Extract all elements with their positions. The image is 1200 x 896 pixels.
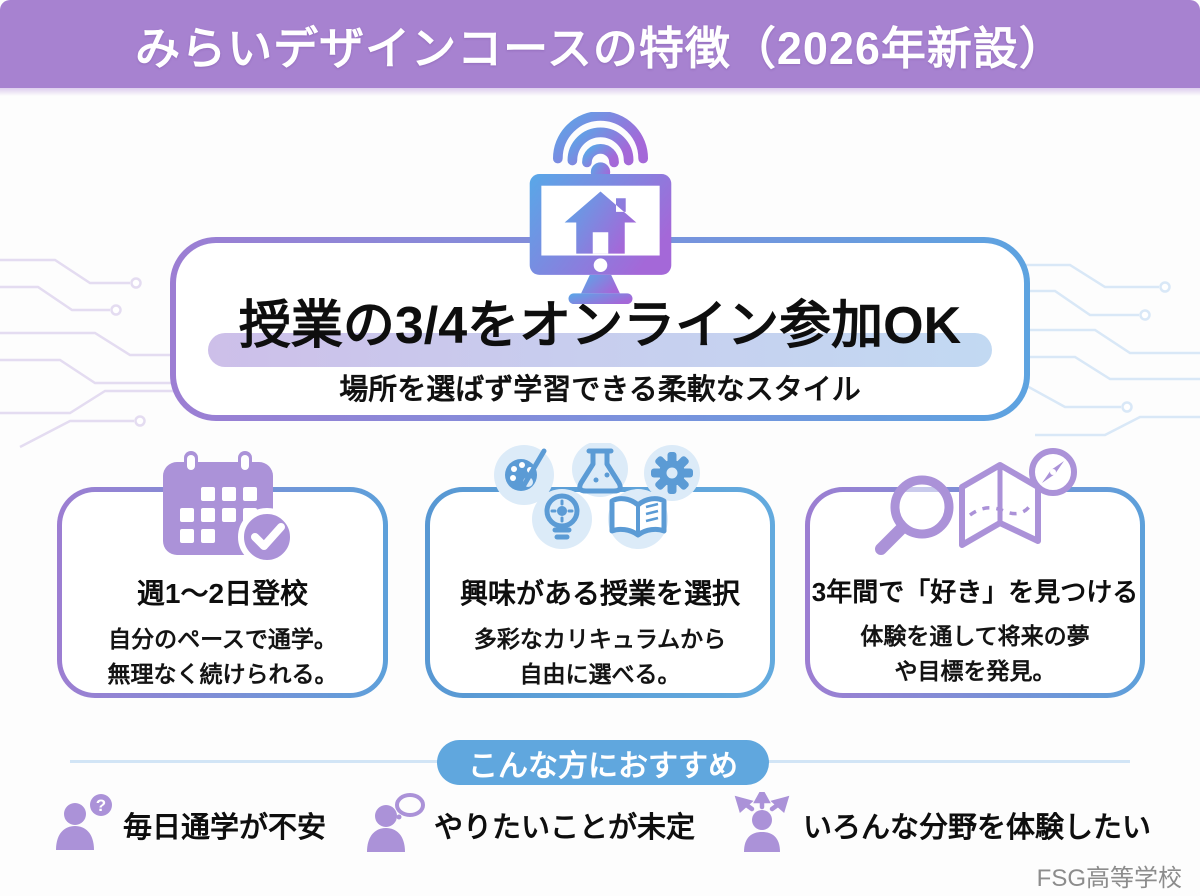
feature-desc-line1: 多彩なカリキュラムから [473,626,727,652]
feature-card-discovery: 3年間で「好き」を見つける 体験を通して将来の夢 や目標を発見。 [805,448,1145,698]
feature-card-attendance: 週1〜2日登校 自分のペースで通学。 無理なく続けられる。 [57,451,388,698]
feature-desc-line2: 自由に選べる。 [519,660,681,687]
feature-title: 興味がある授業を選択 [459,578,740,609]
page-title: みらいデザインコースの特徴（2026年新設） [135,22,1065,74]
feature-desc-line1: 体験を通して将来の夢 [860,623,1090,649]
hero-title: 授業の3/4をオンライン参加OK [238,297,962,355]
person-question-icon: ? [49,792,115,857]
recommend-item-undecided: やりたいことが未定 [360,792,695,857]
school-brand: FSG高等学校 [1036,865,1182,892]
feature-desc-line2: や目標を発見。 [894,657,1056,684]
feature-title: 3年間で「好き」を見つける [811,577,1139,607]
hero-feature-box: 授業の3/4をオンライン参加OK 場所を選ばず学習できる柔軟なスタイル [170,237,1030,421]
subjects-palette-flask-gear-bulb-book-icon [480,441,720,560]
header-bar: みらいデザインコースの特徴（2026年新設） [0,0,1200,88]
feature-desc-line2: 無理なく続けられる。 [107,660,338,687]
recommend-item-label: 毎日通学が不安 [122,811,326,844]
recommend-item-commute: ? 毎日通学が不安 [49,792,326,857]
recommend-item-explore: いろんな分野を体験したい [729,787,1152,857]
hero-subtitle: 場所を選ばず学習できる柔軟なスタイル [339,374,861,406]
recommend-item-label: やりたいことが未定 [433,811,695,844]
calendar-check-icon [143,451,303,572]
recommend-banner-label: こんな方におすすめ [468,749,738,783]
monitor-home-wifi-icon [508,111,693,304]
feature-desc-line1: 自分のペースで通学。 [108,626,337,652]
recommend-banner: こんな方におすすめ [437,740,769,785]
title-highlight-bar [208,333,992,367]
recommend-item-label: いろんな分野を体験したい [803,811,1152,844]
person-thought-icon [360,792,426,857]
magnifier-map-compass-icon [870,445,1080,572]
recommend-items-row: ? 毎日通学が不安 やりたいことが未定 [40,787,1160,857]
feature-title: 週1〜2日登校 [136,578,309,609]
header-fade-strip [0,88,1200,96]
circuit-trace-left-decoration [0,258,175,449]
person-arrows-icon [729,787,795,857]
svg-text:?: ? [96,796,106,815]
feature-card-subjects: 興味がある授業を選択 多彩なカリキュラムから 自由に選べる。 [425,441,775,698]
circuit-trace-right-decoration [1025,263,1200,437]
